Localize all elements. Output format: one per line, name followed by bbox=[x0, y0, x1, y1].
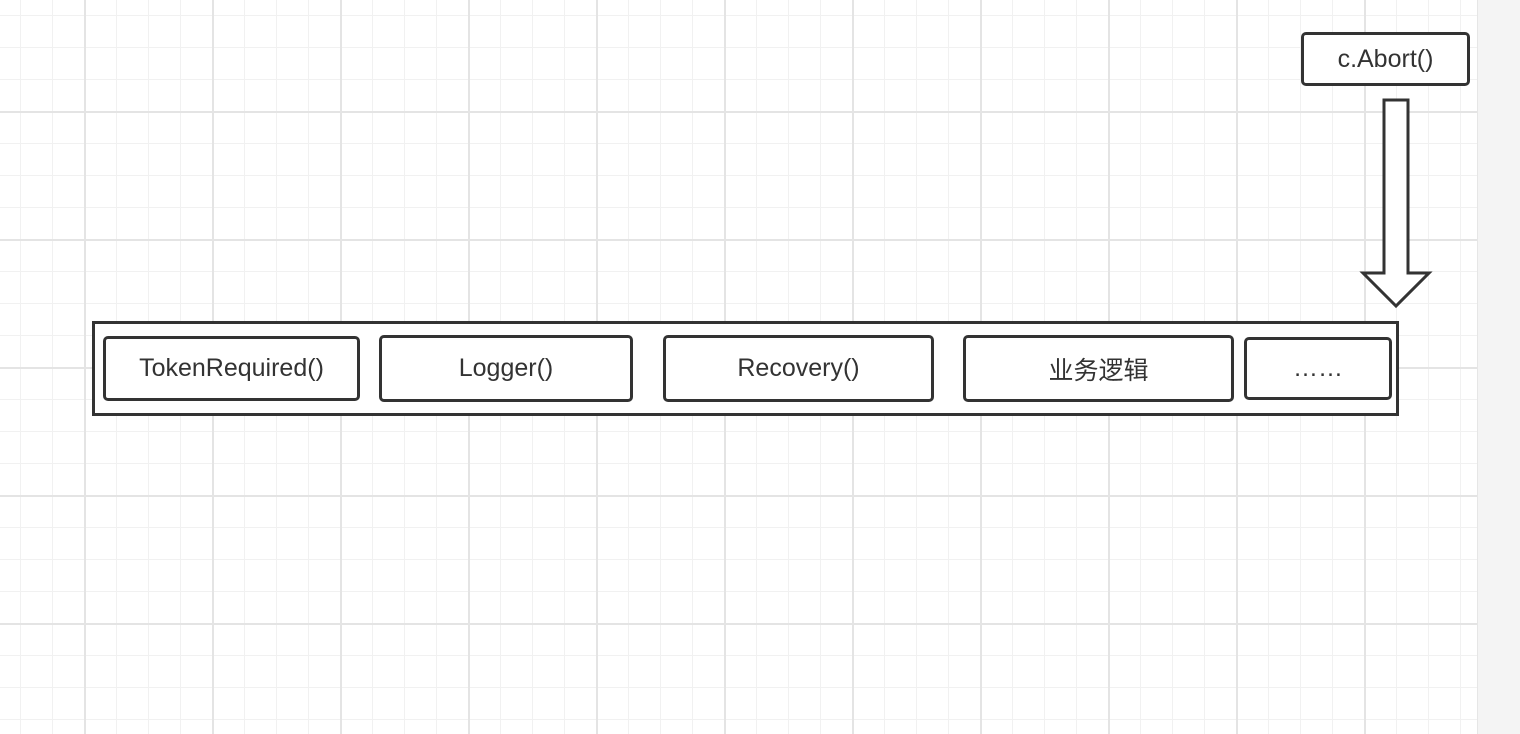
down-arrow-icon[interactable] bbox=[1358, 96, 1434, 310]
abort-call-label: c.Abort() bbox=[1337, 44, 1434, 73]
chain-node-label: TokenRequired() bbox=[139, 354, 324, 382]
right-side-panel bbox=[1477, 0, 1520, 734]
chain-node-logger[interactable]: Logger() bbox=[379, 335, 633, 402]
abort-call-box[interactable]: c.Abort() bbox=[1301, 32, 1470, 86]
chain-node-ellipsis[interactable]: …… bbox=[1244, 337, 1392, 400]
chain-node-label: 业务逻辑 bbox=[1048, 356, 1149, 385]
chain-node-business-logic[interactable]: 业务逻辑 bbox=[963, 335, 1234, 402]
chain-node-recovery[interactable]: Recovery() bbox=[663, 335, 934, 402]
chain-node-label: Recovery() bbox=[737, 354, 860, 382]
chain-node-token-required[interactable]: TokenRequired() bbox=[103, 336, 360, 401]
chain-node-label: …… bbox=[1293, 354, 1343, 382]
chain-node-label: Logger() bbox=[458, 354, 554, 382]
